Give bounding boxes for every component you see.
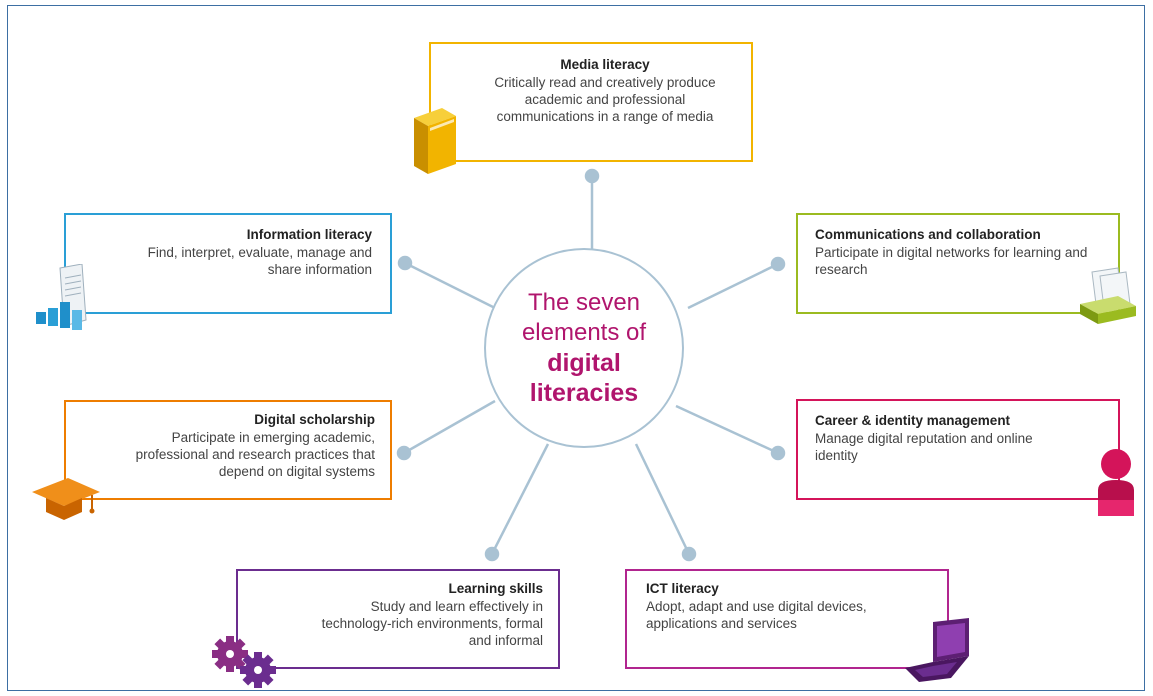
connector-career: [675, 404, 779, 455]
media-literacy-title: Media literacy: [560, 57, 650, 72]
card-tray-icon: [1080, 267, 1136, 324]
connector-learning: [490, 443, 550, 555]
connector-dot-ict: [681, 546, 697, 562]
digital-scholarship-description: Participate in emerging academic, profes…: [135, 430, 375, 479]
graduation-cap-icon: [32, 478, 100, 520]
laptop-icon: [905, 618, 969, 682]
career-identity-box: Career & identity management Manage digi…: [796, 399, 1120, 500]
connector-dot-scholarship: [396, 445, 412, 461]
learning-skills-title: Learning skills: [448, 581, 543, 596]
digital-scholarship-box: Digital scholarship Participate in emerg…: [64, 400, 392, 500]
document-chart-icon: [36, 264, 87, 330]
learning-skills-box: Learning skills Study and learn effectiv…: [236, 569, 560, 669]
connector-dot-communications: [770, 256, 786, 272]
diagram-frame: Media literacy Critically read and creat…: [7, 5, 1145, 691]
center-line-1: The seven: [527, 289, 641, 316]
ict-literacy-box: ICT literacy Adopt, adapt and use digita…: [625, 569, 949, 669]
information-literacy-box: Information literacy Find, interpret, ev…: [64, 213, 392, 314]
center-line-4: literacies: [529, 379, 639, 407]
communications-description: Participate in digital networks for lear…: [815, 245, 1088, 277]
book-icon: [414, 108, 456, 174]
connector-scholarship: [403, 399, 496, 455]
connector-dot-career: [770, 445, 786, 461]
connector-dot-learning: [484, 546, 500, 562]
connector-communications: [687, 262, 779, 310]
digital-scholarship-title: Digital scholarship: [254, 412, 375, 427]
ict-literacy-description: Adopt, adapt and use digital devices, ap…: [646, 599, 867, 631]
person-icon: [1098, 449, 1134, 516]
connector-lines: [396, 168, 786, 562]
center-line-3: digital: [547, 349, 621, 377]
communications-box: Communications and collaboration Partici…: [796, 213, 1120, 314]
connector-dot-information: [397, 255, 413, 271]
information-literacy-description: Find, interpret, evaluate, manage and sh…: [147, 245, 372, 277]
connector-ict: [634, 443, 691, 555]
career-identity-description: Manage digital reputation and online ide…: [815, 431, 1033, 463]
connector-dot-media: [584, 168, 600, 184]
center-line-2: elements of: [521, 319, 647, 346]
connector-information: [404, 261, 496, 310]
learning-skills-description: Study and learn effectively in technolog…: [321, 599, 543, 648]
media-literacy-box: Media literacy Critically read and creat…: [429, 42, 753, 162]
center-circle: The seven elements of digital literacies: [484, 248, 684, 448]
gears-icon: [212, 636, 276, 688]
information-literacy-title: Information literacy: [246, 227, 372, 242]
media-literacy-description: Critically read and creatively produce a…: [494, 75, 716, 124]
career-identity-title: Career & identity management: [815, 413, 1011, 428]
communications-title: Communications and collaboration: [815, 227, 1041, 242]
ict-literacy-title: ICT literacy: [646, 581, 719, 596]
